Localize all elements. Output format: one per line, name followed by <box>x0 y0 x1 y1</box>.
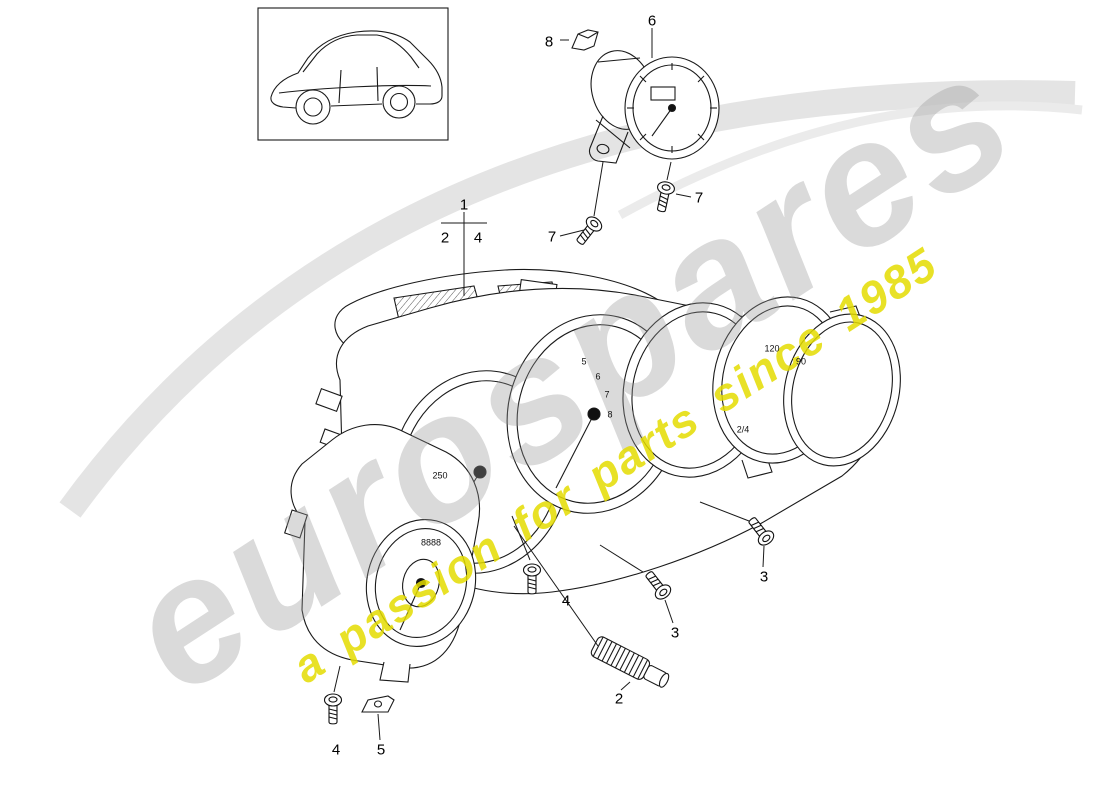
screw-4-bottom <box>323 693 343 725</box>
tach-mark: 7 <box>604 389 610 400</box>
tach-mark: 6 <box>595 371 601 382</box>
instrument-cluster <box>283 269 901 683</box>
callout-4-bottom[interactable]: 4 <box>331 741 341 759</box>
reset-knob <box>590 636 670 688</box>
callout-2-bottom[interactable]: 2 <box>614 690 624 708</box>
callout-3-rear[interactable]: 3 <box>759 568 769 586</box>
callout-8[interactable]: 8 <box>544 33 554 51</box>
chrono-gauge <box>588 50 720 164</box>
clip-8 <box>571 29 599 51</box>
screw-7-left <box>572 213 605 249</box>
callout-7-right[interactable]: 7 <box>694 189 704 207</box>
screw-3-front <box>641 567 674 603</box>
tach-mark: 5 <box>581 356 587 367</box>
tach-mark: 8 <box>607 409 613 420</box>
callout-2-top[interactable]: 2 <box>440 229 450 247</box>
callout-3-front[interactable]: 3 <box>670 624 680 642</box>
callout-6[interactable]: 6 <box>647 12 657 30</box>
aux-gauge-mark: 120 <box>764 343 780 354</box>
odometer-value: 8888 <box>420 537 442 548</box>
callout-7-left[interactable]: 7 <box>547 228 557 246</box>
screw-7-right <box>652 179 677 214</box>
fuel-mark: 2/4 <box>736 424 750 435</box>
leader-lines <box>333 28 765 741</box>
car-inset <box>257 7 449 141</box>
speedo-mark: 250 <box>432 470 448 481</box>
aux-gauge-mark: 90 <box>795 356 807 367</box>
clip-5 <box>361 695 395 713</box>
callout-4-mid[interactable]: 4 <box>561 592 571 610</box>
callout-4-top[interactable]: 4 <box>473 229 483 247</box>
callout-1[interactable]: 1 <box>459 196 469 214</box>
callout-5[interactable]: 5 <box>376 741 386 759</box>
